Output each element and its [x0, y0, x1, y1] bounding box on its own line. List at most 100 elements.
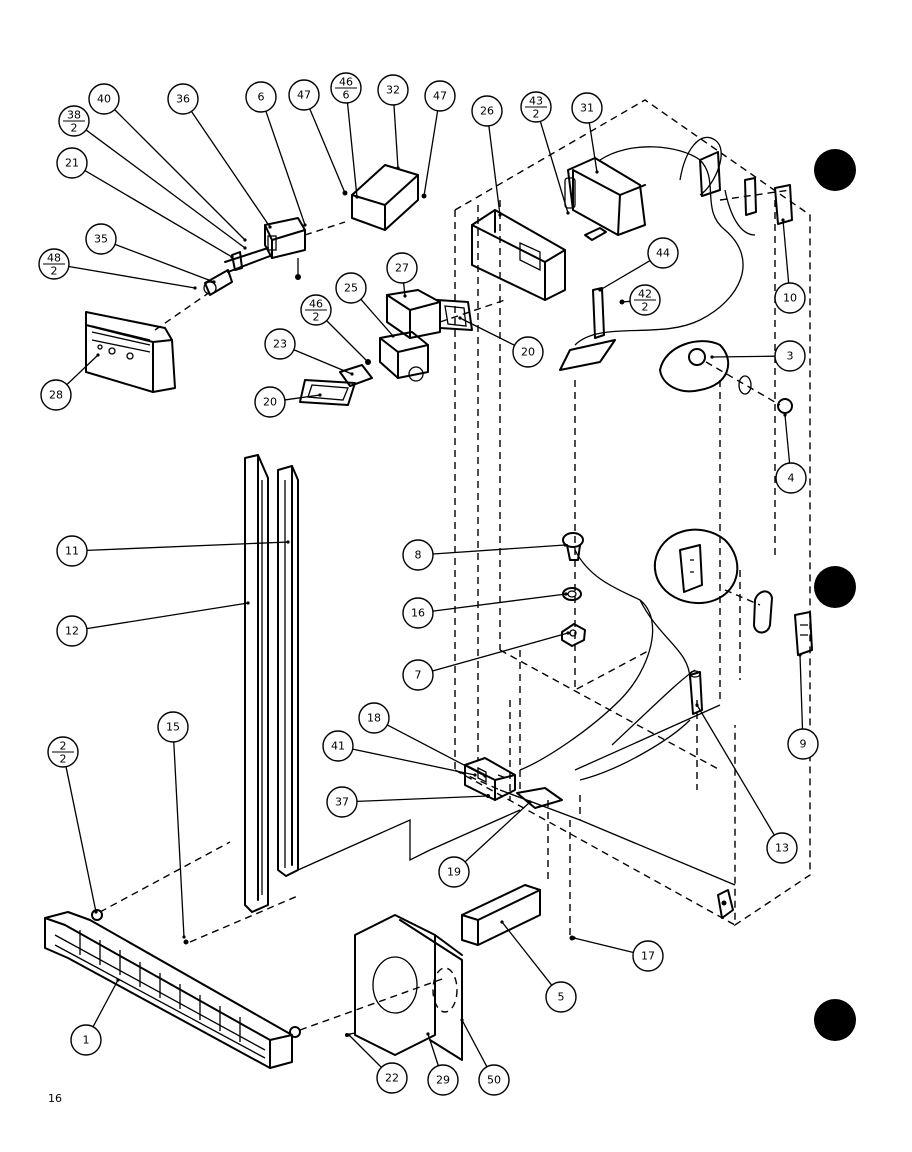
fraction-denominator: 2: [642, 301, 649, 314]
callout-label: 31: [580, 102, 594, 115]
leveling-foot: [717, 889, 734, 919]
callout-circle: [402, 597, 434, 629]
callout-c3-leader-tip: [710, 355, 714, 359]
callout-circle: [326, 786, 358, 818]
callout-c37: 37: [326, 786, 358, 818]
callout-c21-leader-tip: [230, 255, 234, 259]
fraction-callout-f38: 382: [58, 105, 90, 137]
callout-c13: 13: [766, 832, 798, 864]
callout-c11-leader-tip: [286, 540, 290, 544]
callout-circle: [386, 252, 418, 284]
fraction-denominator: 2: [51, 265, 58, 278]
callout-label: 25: [344, 282, 358, 295]
callout-circle: [254, 386, 286, 418]
callout-c18-leader-tip: [483, 774, 487, 778]
fraction-f46a-leader-tip: [355, 195, 359, 199]
callout-c16-leader: [432, 593, 567, 612]
callout-c23: 23: [264, 328, 296, 360]
fraction-denominator: 6: [343, 89, 350, 102]
callout-c3-leader: [711, 355, 776, 358]
callout-circle: [56, 615, 88, 647]
fraction-denominator: 2: [533, 108, 540, 121]
callout-circle: [478, 1064, 510, 1096]
control-housing: [85, 291, 211, 393]
callout-label: 21: [65, 157, 79, 170]
callout-c32-leader: [393, 104, 399, 169]
registration-dot-middle: [814, 566, 856, 608]
callout-circle: [766, 832, 798, 864]
toe-grille: [44, 809, 575, 1069]
light-housing: [471, 146, 744, 371]
callout-circle: [70, 1024, 102, 1056]
callout-label: 12: [65, 625, 79, 638]
callout-c31-leader-tip: [595, 170, 599, 174]
callout-c25: 25: [335, 272, 367, 304]
fraction-numerator: 2: [60, 740, 67, 753]
callout-c20b-leader-tip: [318, 393, 322, 397]
fraction-numerator: 48: [47, 252, 61, 265]
callout-c50-leader-tip: [460, 1018, 464, 1022]
callout-c26: 26: [471, 95, 503, 127]
callout-c20a-leader: [459, 317, 515, 346]
fraction-f48-leader: [68, 265, 196, 289]
callout-c23-leader: [293, 349, 353, 375]
callout-c36-leader: [190, 111, 271, 228]
callout-c47a-leader-tip: [343, 191, 347, 195]
callout-c47b-leader: [423, 110, 439, 197]
callout-label: 47: [433, 90, 447, 103]
callout-circle: [427, 1064, 459, 1096]
callout-label: 47: [297, 89, 311, 102]
callout-c29-leader-tip: [426, 1032, 430, 1036]
callout-label: 23: [273, 338, 287, 351]
callout-label: 40: [97, 93, 111, 106]
callout-c37-leader-tip: [486, 794, 490, 798]
callout-circle: [545, 981, 577, 1013]
fraction-denominator: 2: [71, 122, 78, 135]
callout-c1: 1: [70, 1024, 102, 1056]
callout-label: 26: [480, 105, 494, 118]
callout-c10-leader: [782, 219, 790, 284]
callout-label: 3: [787, 350, 794, 363]
callout-c26-leader-tip: [498, 213, 502, 217]
callout-c47b: 47: [424, 80, 456, 112]
callout-c41-leader: [352, 748, 476, 776]
callout-c29-leader: [427, 1033, 439, 1066]
callout-c7: 7: [402, 659, 434, 691]
callout-c15: 15: [157, 711, 189, 743]
callout-circle: [632, 940, 664, 972]
callout-c44: 44: [647, 237, 679, 269]
fraction-f43-leader: [539, 121, 569, 214]
callout-c50-leader: [461, 1019, 488, 1068]
callout-c25-leader: [360, 298, 394, 337]
insulation-block: [461, 884, 541, 946]
callout-circle: [402, 539, 434, 571]
callout-c31: 31: [571, 92, 603, 124]
callout-circle: [774, 340, 806, 372]
callout-label: 20: [521, 346, 535, 359]
fraction-numerator: 43: [529, 95, 543, 108]
fraction-numerator: 42: [638, 288, 652, 301]
callout-c40: 40: [88, 83, 120, 115]
fraction-f2-leader: [65, 766, 97, 913]
callout-c8-leader-tip: [563, 543, 567, 547]
fraction-f2-leader-tip: [94, 910, 98, 914]
callout-c19: 19: [438, 856, 470, 888]
callout-c8: 8: [402, 539, 434, 571]
callout-c4-leader: [784, 414, 791, 464]
callout-c17-leader: [573, 937, 634, 954]
callout-circle: [402, 659, 434, 691]
callout-c27-leader-tip: [403, 294, 407, 298]
fraction-callout-f43: 432: [520, 91, 552, 123]
cabinet-outline: [454, 99, 811, 935]
callout-label: 13: [775, 842, 789, 855]
callout-c37-leader: [356, 795, 489, 803]
callout-circle: [471, 95, 503, 127]
callout-c31-leader: [588, 122, 598, 173]
callout-c3: 3: [774, 340, 806, 372]
callout-label: 32: [386, 84, 400, 97]
callout-circle: [377, 74, 409, 106]
callout-c19-leader: [464, 801, 531, 863]
callout-c18-leader: [386, 724, 486, 777]
callout-c1-leader-tip: [116, 978, 120, 982]
